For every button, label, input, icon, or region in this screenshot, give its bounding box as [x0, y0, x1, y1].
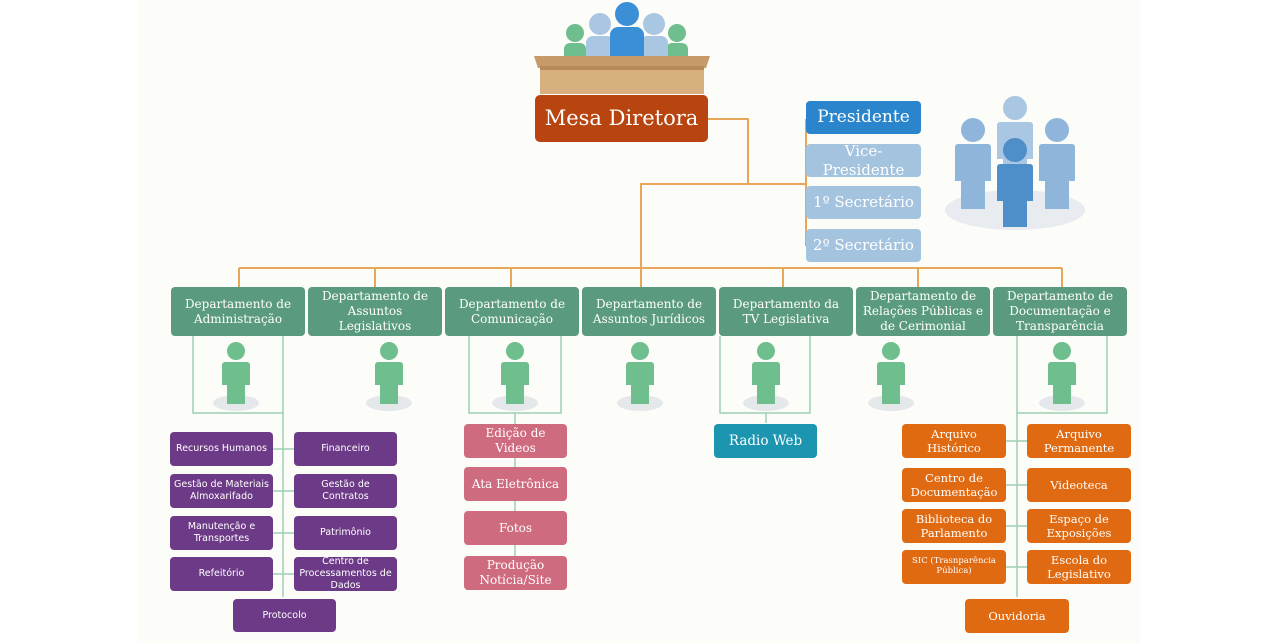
admin-unit[interactable]: Centro de Processamentos de Dados	[294, 556, 397, 591]
documentacao-unit[interactable]: Escola do Legislativo	[1027, 550, 1131, 584]
dept-person-icon	[213, 342, 259, 411]
dept-documentacao-transparencia[interactable]: Departamento de Documentação e Transparê…	[993, 287, 1127, 336]
documentacao-unit[interactable]: Ouvidoria	[965, 599, 1069, 633]
dept-person-icon	[366, 342, 412, 411]
documentacao-unit[interactable]: Arquivo Histórico	[902, 424, 1006, 458]
admin-unit[interactable]: Patrimônio	[294, 516, 397, 550]
dept-person-icon	[492, 342, 538, 411]
tv-unit-radio-web[interactable]: Radio Web	[714, 424, 817, 458]
dept-person-icon	[868, 342, 914, 411]
documentacao-unit[interactable]: Arquivo Permanente	[1027, 424, 1131, 458]
dept-tv-legislativa[interactable]: Departamento da TV Legislativa	[719, 287, 853, 336]
documentacao-unit[interactable]: Biblioteca do Parlamento	[902, 509, 1006, 543]
admin-unit[interactable]: Manutenção e Transportes	[170, 516, 273, 550]
admin-unit[interactable]: Gestão de Contratos	[294, 474, 397, 508]
comunicacao-unit[interactable]: Edição de Videos	[464, 424, 567, 458]
dept-relacoes-publicas[interactable]: Departamento de Relações Públicas e de C…	[856, 287, 990, 336]
documentacao-unit[interactable]: Espaço de Exposições	[1027, 509, 1131, 543]
segundo-secretario-box[interactable]: 2º Secretário	[806, 229, 921, 262]
dept-administracao[interactable]: Departamento de Administração	[171, 287, 305, 336]
admin-unit[interactable]: Protocolo	[233, 599, 336, 632]
admin-unit[interactable]: Financeiro	[294, 432, 397, 466]
comunicacao-unit[interactable]: Fotos	[464, 511, 567, 545]
dept-person-icon	[743, 342, 789, 411]
dept-assuntos-legislativos[interactable]: Departamento de Assuntos Legislativos	[308, 287, 442, 336]
comunicacao-unit[interactable]: Ata Eletrônica	[464, 467, 567, 501]
vice-presidente-box[interactable]: Vice-Presidente	[806, 142, 921, 179]
dept-assuntos-juridicos[interactable]: Departamento de Assuntos Jurídicos	[582, 287, 716, 336]
admin-unit[interactable]: Gestão de Materiais Almoxarifado	[170, 474, 273, 508]
podium-people-icon	[534, 2, 710, 94]
admin-unit[interactable]: Recursos Humanos	[170, 432, 273, 466]
people-group-icon	[945, 96, 1085, 230]
dept-person-icon	[1039, 342, 1085, 411]
dept-comunicacao[interactable]: Departamento de Comunicação	[445, 287, 579, 336]
documentacao-unit[interactable]: Videoteca	[1027, 468, 1131, 502]
documentacao-unit[interactable]: SIC (Trasnparência Pública)	[902, 550, 1006, 584]
mesa-diretora-box[interactable]: Mesa Diretora	[535, 95, 708, 142]
admin-unit[interactable]: Refeitório	[170, 557, 273, 591]
dept-person-icon	[617, 342, 663, 411]
presidente-box[interactable]: Presidente	[806, 101, 921, 134]
comunicacao-unit[interactable]: Produção Notícia/Site	[464, 556, 567, 590]
documentacao-unit[interactable]: Centro de Documentação	[902, 468, 1006, 502]
primeiro-secretario-box[interactable]: 1º Secretário	[806, 186, 921, 219]
